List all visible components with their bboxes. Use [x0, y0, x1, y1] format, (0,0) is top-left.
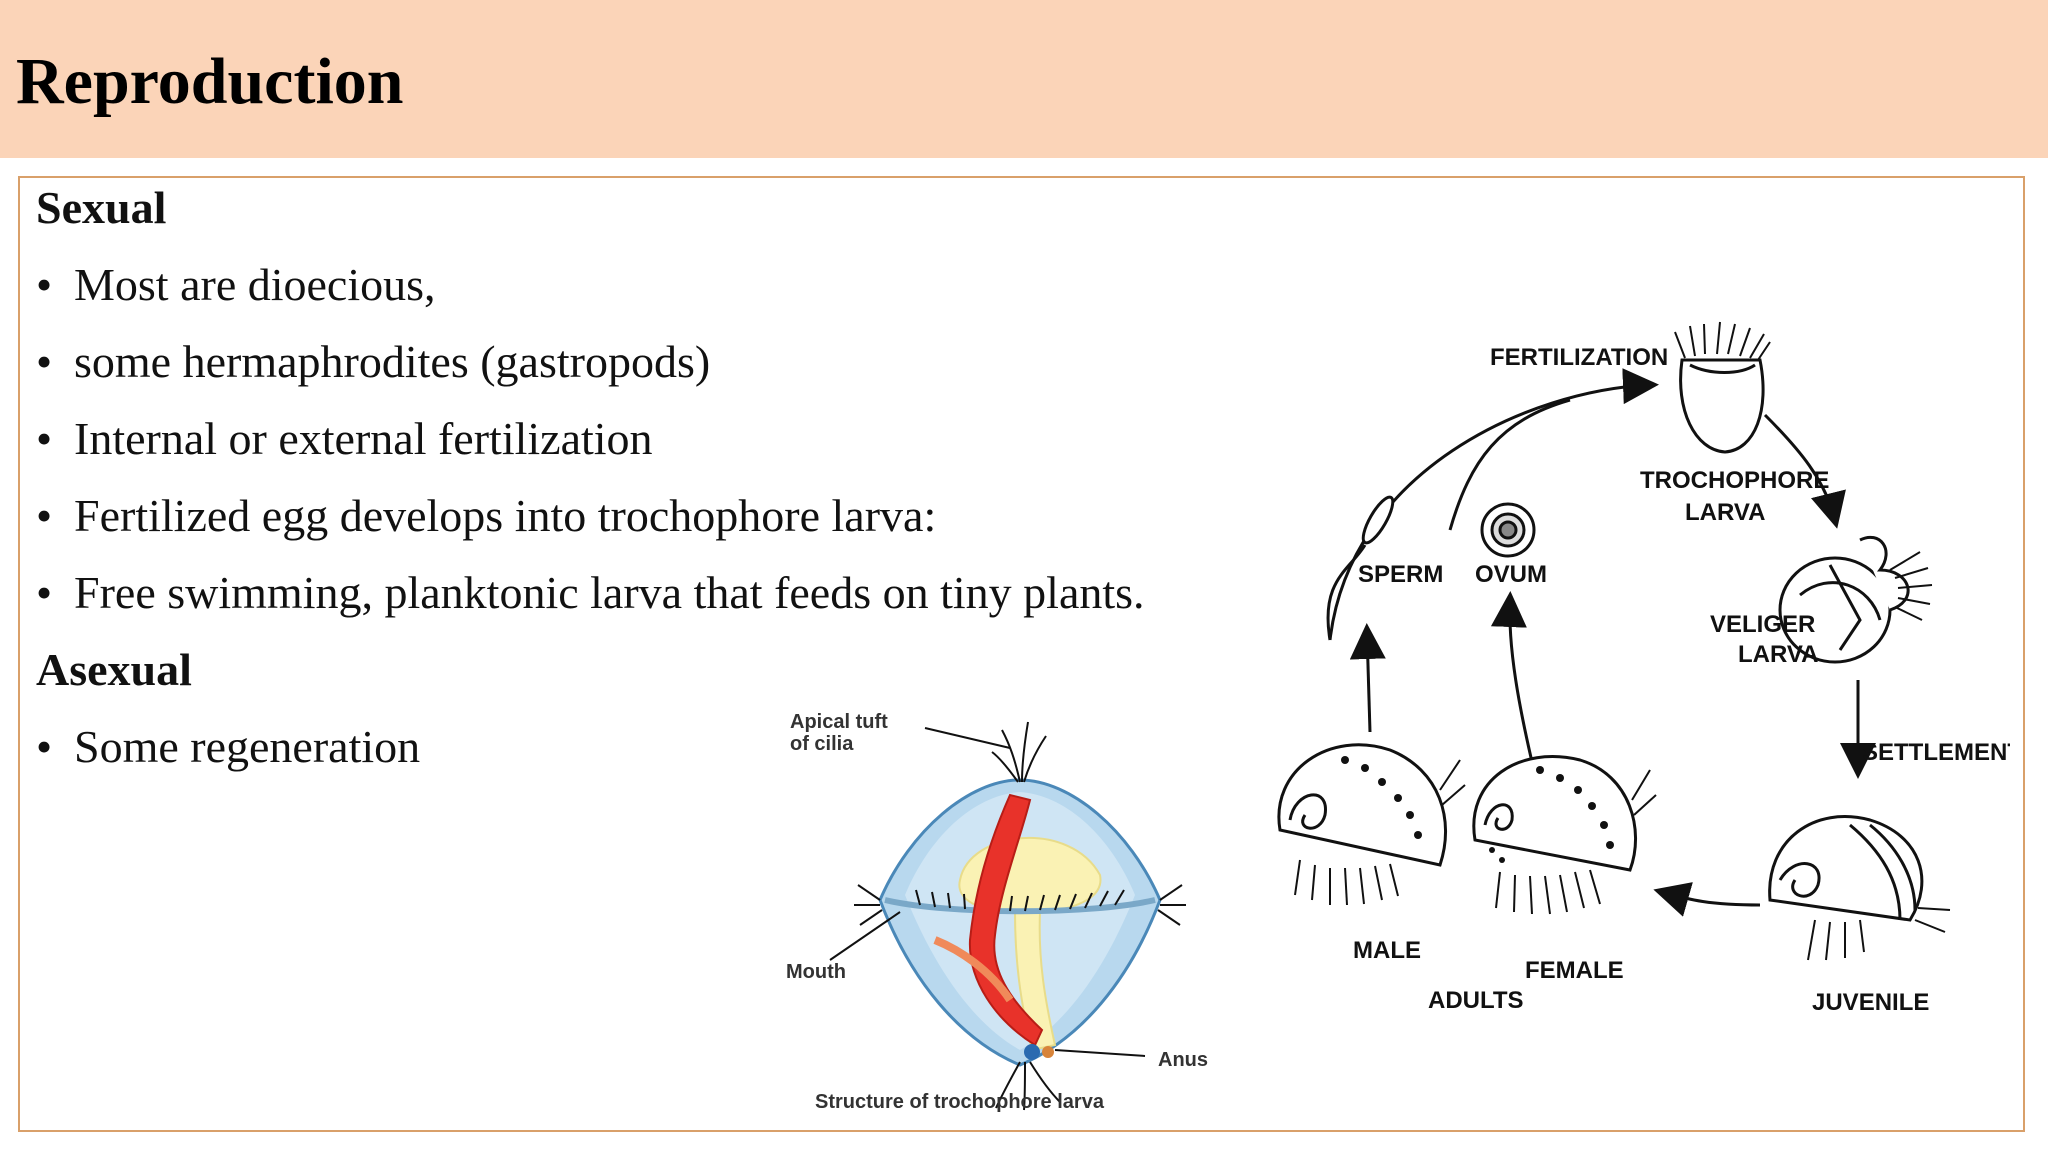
sexual-heading: Sexual [36, 182, 167, 233]
label-female: FEMALE [1525, 957, 1624, 984]
bullet-dot: • [36, 413, 53, 464]
text-content: Sexual • Most are dioecious, • some hermap… [36, 180, 1145, 796]
bullet-text: Some regeneration [74, 721, 421, 772]
bullet-item: • Internal or external fertilization [36, 411, 1145, 488]
fertilization-arrow [1328, 368, 1659, 641]
asexual-heading: Asexual [36, 644, 192, 695]
label-veliger-larva: LARVA [1738, 641, 1818, 668]
label-veliger: VELIGER [1710, 611, 1815, 638]
mouth-leader [829, 911, 901, 961]
label-anus: Anus [1158, 1049, 1208, 1071]
label-ovum: OVUM [1475, 561, 1547, 588]
trochophore-structure-diagram: Apical tuft of cilia Mouth Anus Structur… [786, 711, 1208, 1113]
slide-title: Reproduction [16, 45, 404, 118]
label-of-cilia: of cilia [790, 733, 854, 755]
bullet-item: • Some regeneration [36, 719, 1145, 796]
bullet-item: • Free swimming, planktonic larva that fe… [36, 565, 1145, 642]
ovum-line [1448, 398, 1571, 531]
figure-caption: Structure of trochophore larva [815, 1091, 1105, 1113]
male-adult-icon [1277, 743, 1466, 906]
juvenile-to-adults-arrow [1653, 882, 1761, 917]
juvenile-icon [1768, 815, 1951, 961]
label-trochophore: TROCHOPHORE [1640, 467, 1829, 494]
label-settlement: SETTLEMENT [1862, 739, 2010, 766]
label-apical-tuft: Apical tuft [790, 711, 888, 733]
veliger-larva-icon [1778, 535, 1933, 664]
bullet-text: Free swimming, planktonic larva that fee… [74, 567, 1145, 618]
bullet-text: some hermaphrodites (gastropods) [74, 336, 711, 387]
male-to-sperm-arrow [1349, 623, 1386, 733]
bullet-dot: • [36, 259, 53, 310]
apical-leader [924, 727, 1011, 749]
label-male: MALE [1353, 937, 1421, 964]
bullet-dot: • [36, 336, 53, 387]
label-mouth: Mouth [786, 961, 846, 983]
label-sperm: SPERM [1358, 561, 1443, 588]
bullet-dot: • [36, 567, 53, 618]
bullet-item: • Most are dioecious, [36, 257, 1145, 334]
female-adult-icon [1472, 755, 1657, 915]
bullet-dot: • [36, 490, 53, 541]
label-trochophore-larva: LARVA [1685, 499, 1765, 526]
troch-to-veliger-arrow [1763, 413, 1846, 529]
label-juvenile: JUVENILE [1812, 989, 1929, 1016]
bullet-text: Internal or external fertilization [74, 413, 653, 464]
female-to-ovum-arrow [1490, 591, 1534, 763]
mollusc-lifecycle-diagram: FERTILIZATION TROCHOPHORE LARVA SPERM OV… [1277, 321, 2010, 1016]
bullet-text: Most are dioecious, [74, 259, 436, 310]
bullet-item: • Fertilized egg develops into trochophor… [36, 488, 1145, 565]
bullet-text: Fertilized egg develops into trochophore… [74, 490, 937, 541]
trochophore-larva-icon [1674, 321, 1771, 454]
ovum-icon [1480, 502, 1536, 558]
bullet-item: • some hermaphrodites (gastropods) [36, 334, 1145, 411]
anus-leader [1054, 1049, 1146, 1057]
label-fertilization: FERTILIZATION [1490, 344, 1668, 371]
title-bar [0, 0, 2048, 158]
label-adults: ADULTS [1428, 987, 1524, 1014]
sperm-icon [1326, 495, 1395, 641]
bullet-dot: • [36, 721, 53, 772]
